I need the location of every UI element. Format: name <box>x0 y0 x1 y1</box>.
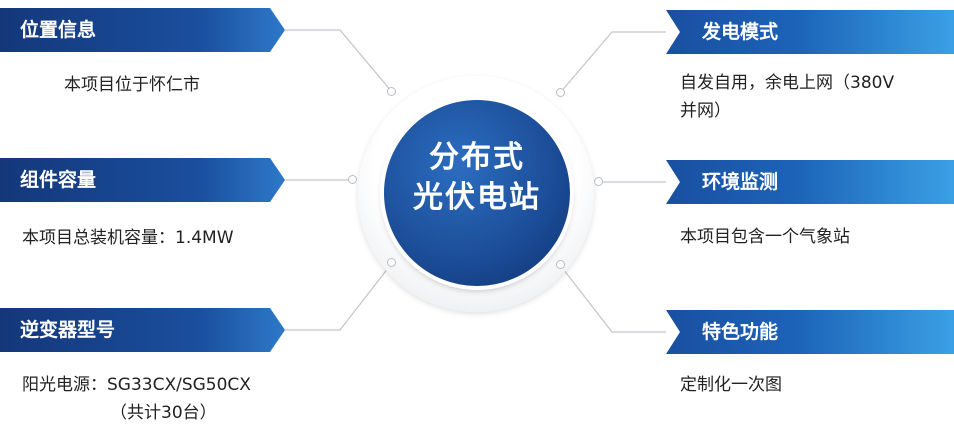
center-title-line1: 分布式 <box>429 140 525 175</box>
module-text: 本项目总装机容量：1.4MW <box>22 228 234 248</box>
connector-inverter <box>285 262 393 331</box>
monitor-header: 环境监测 <box>666 160 954 204</box>
connector-dot <box>387 258 396 267</box>
feature-title: 特色功能 <box>702 321 779 343</box>
inverter-text-line2: （共计30台） <box>110 403 217 423</box>
location-header: 位置信息 <box>0 8 285 52</box>
monitor-title: 环境监测 <box>702 171 779 193</box>
inverter-body: 阳光电源：SG33CX/SG50CX （共计30台） <box>22 371 251 427</box>
connector-dot <box>556 260 565 269</box>
connector-dot <box>348 175 357 184</box>
mode-header: 发电模式 <box>666 10 954 54</box>
connector-feature <box>559 264 666 333</box>
feature-text: 定制化一次图 <box>680 375 782 395</box>
inverter-title: 逆变器型号 <box>20 319 116 341</box>
mode-body: 自发自用，余电上网（380V 并网） <box>680 69 894 125</box>
connector-dot <box>556 88 565 97</box>
inverter-text-line1: 阳光电源：SG33CX/SG50CX <box>22 375 251 395</box>
location-title: 位置信息 <box>20 19 97 41</box>
module-header: 组件容量 <box>0 158 285 202</box>
module-body: 本项目总装机容量：1.4MW <box>22 224 234 252</box>
feature-header: 特色功能 <box>666 310 954 354</box>
module-title: 组件容量 <box>20 169 97 191</box>
location-text: 本项目位于怀仁市 <box>64 75 200 95</box>
location-body: 本项目位于怀仁市 <box>64 71 200 99</box>
connector-location <box>285 29 393 93</box>
feature-body: 定制化一次图 <box>680 371 782 399</box>
connector-dot <box>594 177 603 186</box>
monitor-body: 本项目包含一个气象站 <box>680 223 850 251</box>
inverter-header: 逆变器型号 <box>0 308 285 352</box>
mode-text-line2: 并网） <box>680 101 731 121</box>
mode-text-line1: 自发自用，余电上网（380V <box>680 73 895 93</box>
connector-mode <box>559 31 666 94</box>
monitor-text: 本项目包含一个气象站 <box>680 227 850 247</box>
center-title-line2: 光伏电站 <box>413 180 541 215</box>
connector-dot <box>387 87 396 96</box>
center-title: 分布式 光伏电站 <box>384 138 570 218</box>
center-circle <box>384 100 570 286</box>
mode-title: 发电模式 <box>702 21 779 43</box>
